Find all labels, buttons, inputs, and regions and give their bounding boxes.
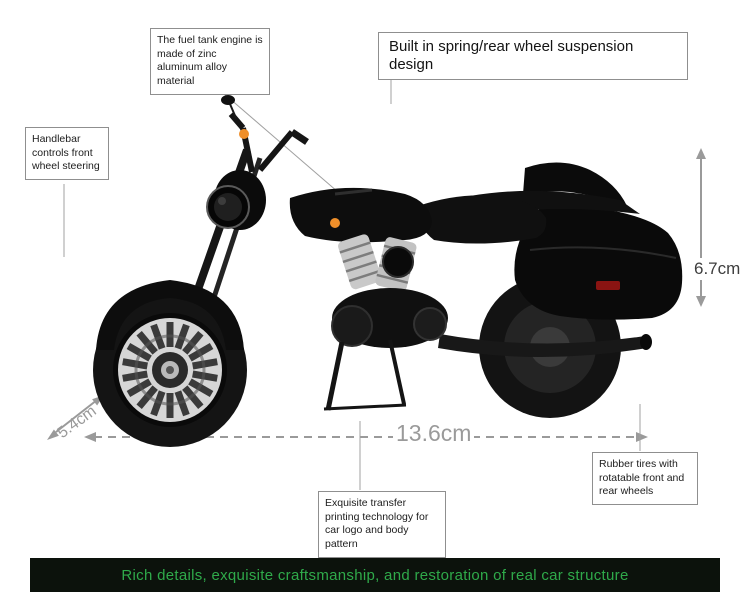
front-wheel [93,293,247,447]
air-cleaner [382,246,414,278]
dimension-length-label: 13.6cm [393,420,475,447]
front-fender [96,280,244,350]
engine [331,234,448,348]
motorcycle [93,95,683,447]
callout-fuel-tank: The fuel tank engine is made of zinc alu… [150,28,270,95]
callout-handlebar-text: Handlebar controls front wheel steering [32,133,100,173]
callout-suspension-text: Built in spring/rear wheel suspension de… [389,38,634,73]
callout-handlebar: Handlebar controls front wheel steering [25,127,109,180]
dimension-line-height [696,148,706,307]
callout-rubber-tires: Rubber tires with rotatable front and re… [592,452,698,505]
seat [417,195,547,244]
fuel-tank [289,187,432,243]
dimension-height-label: 6.7cm [692,258,743,280]
callout-suspension: Built in spring/rear wheel suspension de… [378,32,688,80]
headlight [206,185,250,229]
callout-transfer-printing-text: Exquisite transfer printing technology f… [325,497,429,550]
turn-signal-handlebar [239,129,249,139]
handlebar [221,95,309,173]
backrest [523,162,627,206]
callout-fuel-tank-text: The fuel tank engine is made of zinc alu… [157,34,263,87]
feature-banner: Rich details, exquisite craftsmanship, a… [30,558,720,592]
rear-reflector [596,281,620,290]
turn-signal-front [330,218,340,228]
feature-banner-text: Rich details, exquisite craftsmanship, a… [121,566,629,584]
callout-transfer-printing: Exquisite transfer printing technology f… [318,491,446,558]
callout-rubber-tires-text: Rubber tires with rotatable front and re… [599,458,685,498]
kickstand [323,339,407,411]
exhaust-pipe [438,334,652,357]
mirror [221,95,235,105]
